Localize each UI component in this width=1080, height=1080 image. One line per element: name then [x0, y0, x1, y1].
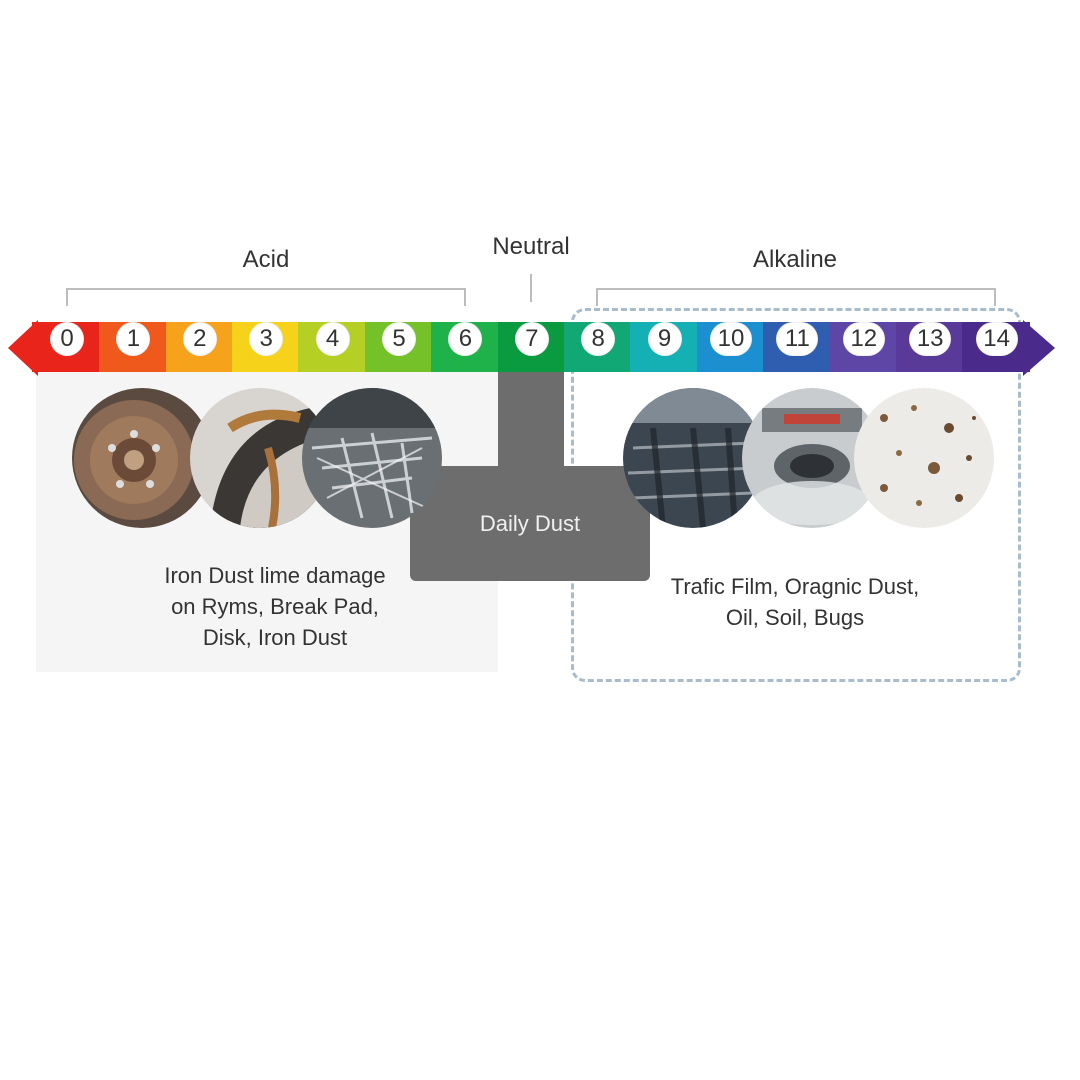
daily-dust-label: Daily Dust	[479, 510, 581, 536]
ph-value-11: 11	[776, 322, 819, 356]
ph-value-8: 8	[581, 322, 616, 356]
ph-value-10: 10	[710, 322, 752, 356]
alkaline-caption-line-1: Trafic Film, Oragnic Dust,	[670, 574, 920, 599]
ph-value-12: 12	[842, 322, 885, 356]
neutral-label: Neutral	[492, 233, 570, 260]
exhaust-photo	[742, 388, 882, 528]
daily-dust-box: Daily Dust	[410, 466, 650, 581]
neutral-connector	[498, 372, 564, 472]
acid-label: Acid	[242, 246, 290, 273]
scratched-glass-photo	[302, 388, 442, 528]
alkaline-caption-line-2: Oil, Soil, Bugs	[725, 605, 865, 630]
ph-value-0: 0	[50, 322, 84, 356]
neutral-tick	[530, 274, 532, 302]
ph-value-7: 7	[514, 322, 549, 356]
acid-caption-line-1: Iron Dust lime damage	[164, 563, 386, 588]
alkaline-label: Alkaline	[752, 246, 838, 273]
acid-caption: Iron Dust lime damage on Ryms, Break Pad…	[120, 560, 430, 653]
alkaline-caption: Trafic Film, Oragnic Dust, Oil, Soil, Bu…	[630, 571, 960, 633]
ph-value-9: 9	[647, 322, 682, 356]
bug-splatter-photo	[854, 388, 994, 528]
ph-value-2: 2	[182, 322, 217, 356]
acid-caption-line-2: on Ryms, Break Pad,	[171, 594, 379, 619]
acid-bracket	[66, 288, 466, 306]
ph-value-1: 1	[116, 322, 151, 356]
ph-value-13: 13	[909, 322, 952, 356]
ph-value-3: 3	[249, 322, 284, 356]
acid-caption-line-3: Disk, Iron Dust	[202, 625, 348, 650]
brake-disc-photo	[72, 388, 212, 528]
ph-value-6: 6	[448, 322, 483, 356]
ph-value-4: 4	[315, 322, 350, 356]
alkaline-bracket	[596, 288, 996, 306]
ph-value-5: 5	[382, 322, 416, 356]
ph-value-14: 14	[975, 322, 1018, 356]
